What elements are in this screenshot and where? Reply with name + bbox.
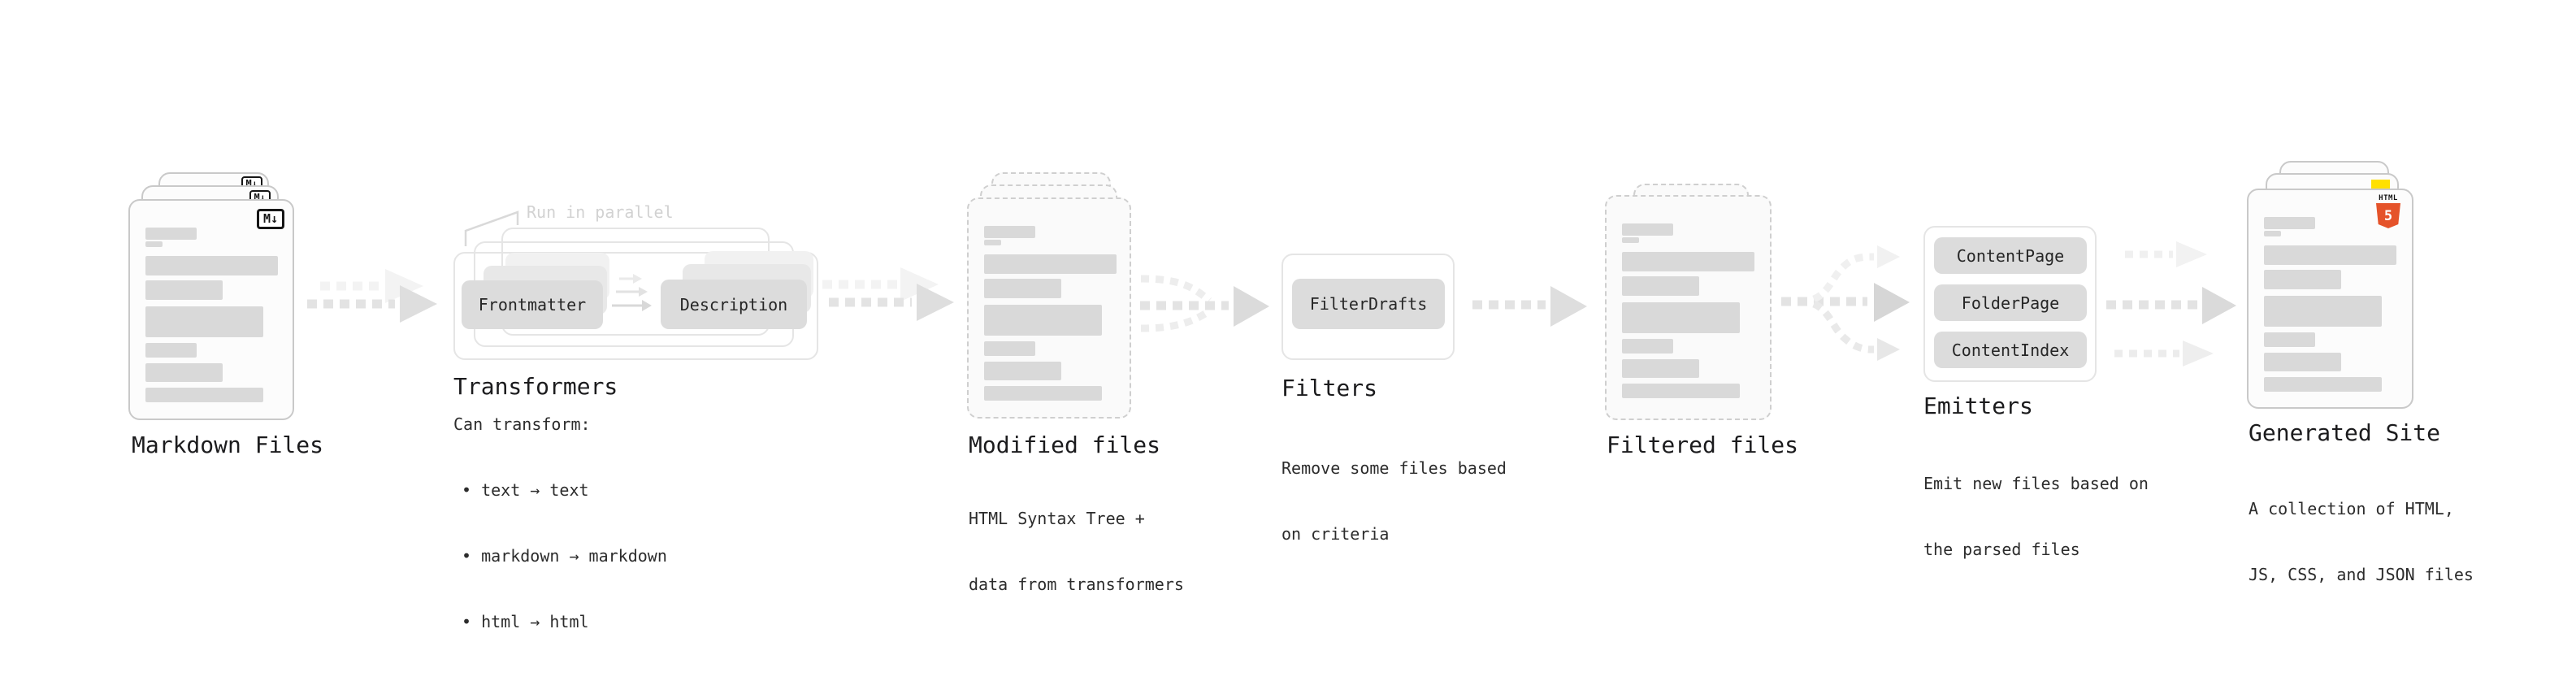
transformer-box-frontmatter: Frontmatter (462, 280, 603, 329)
caption-line: data from transformers (969, 575, 1184, 594)
document-skeleton (1607, 197, 1770, 398)
caption-line: HTML Syntax Tree + (969, 509, 1145, 528)
stage-label-filters: Filters (1281, 375, 1378, 401)
stage-label-modified-files: Modified files (969, 432, 1161, 458)
filtered-doc-front (1605, 195, 1772, 420)
arrow-filters-to-filtered (1472, 286, 1587, 327)
skeleton-bar (1622, 359, 1699, 378)
html5-badge-shield: 5 (2376, 203, 2400, 228)
arrow-transformers-to-modified (822, 267, 954, 321)
stage-label-emitters: Emitters (1923, 393, 2033, 419)
emitter-box-contentindex: ContentIndex (1934, 332, 2087, 368)
markdown-icon: M↓ (256, 209, 284, 229)
skeleton-bar (2264, 353, 2341, 371)
skeleton-bar (145, 256, 278, 275)
arrow-filtered-to-emitters-split (1781, 245, 1910, 361)
modified-doc-front (967, 197, 1131, 419)
skeleton-bar (145, 306, 263, 337)
skeleton-bar (1622, 237, 1639, 243)
skeleton-bar (1622, 252, 1754, 271)
skeleton-bar (1622, 302, 1740, 333)
skeleton-bar (2264, 332, 2315, 347)
arrow-modified-to-filters-merge (1140, 275, 1269, 332)
skeleton-bar (984, 254, 1117, 274)
skeleton-bar (984, 386, 1102, 401)
skeleton-bar (1622, 384, 1740, 398)
skeleton-bar (984, 240, 1001, 245)
skeleton-bar (1622, 223, 1673, 236)
skeleton-bar (145, 343, 197, 358)
skeleton-bar (2264, 231, 2281, 236)
html5-badge-text: HTML (2379, 194, 2398, 202)
caption-line: the parsed files (1923, 540, 2080, 559)
caption-line: JS, CSS, and JSON files (2249, 565, 2474, 584)
arrow-markdown-to-transformers (307, 269, 437, 323)
skeleton-bar (2264, 245, 2396, 265)
skeleton-bar (145, 388, 263, 402)
caption-line: Emit new files based on (1923, 474, 2149, 493)
stage-label-transformers: Transformers (453, 373, 618, 400)
skeleton-bar (1622, 276, 1699, 296)
skeleton-bar (984, 305, 1102, 336)
skeleton-bar (984, 362, 1061, 380)
document-skeleton (2249, 190, 2412, 392)
modified-files-caption: HTML Syntax Tree + data from transformer… (969, 464, 1184, 640)
bullet-line: • html → html (462, 612, 589, 631)
bullet-line: • markdown → markdown (462, 546, 667, 566)
skeleton-bar (1622, 339, 1673, 354)
transformer-container-front (453, 252, 818, 360)
skeleton-bar (145, 363, 223, 382)
document-skeleton (130, 201, 293, 402)
bullet-line: • text → text (462, 480, 589, 500)
skeleton-bar (2264, 377, 2382, 392)
emitter-box-contentpage: ContentPage (1934, 237, 2087, 274)
transformers-caption-bullets: • text → text • markdown → markdown • ht… (462, 436, 667, 677)
skeleton-bar (984, 279, 1061, 298)
caption-line: A collection of HTML, (2249, 499, 2454, 518)
skeleton-bar (984, 226, 1035, 238)
skeleton-bar (2264, 296, 2382, 327)
js-icon (2371, 180, 2390, 191)
generated-site-caption: A collection of HTML, JS, CSS, and JSON … (2249, 454, 2474, 630)
skeleton-bar (145, 280, 223, 300)
caption-line: Remove some files based (1281, 458, 1507, 478)
document-skeleton (969, 199, 1130, 401)
emitters-caption: Emit new files based on the parsed files (1923, 429, 2149, 605)
transformer-box-description: Description (661, 280, 807, 329)
generated-doc-front: HTML 5 (2247, 189, 2413, 409)
filter-box-filterdrafts: FilterDrafts (1292, 279, 1445, 329)
arrow-emitters-to-generated (2106, 241, 2236, 367)
emitter-box-folderpage: FolderPage (1934, 284, 2087, 321)
html5-badge-number: 5 (2383, 207, 2393, 224)
transformers-caption-intro: Can transform: (453, 414, 591, 434)
markdown-doc-front: M↓ (128, 199, 294, 420)
skeleton-bar (145, 241, 163, 247)
skeleton-bar (145, 228, 197, 240)
html5-icon: HTML 5 (2374, 194, 2403, 228)
caption-line: on criteria (1281, 524, 1390, 544)
stage-label-markdown-files: Markdown Files (132, 432, 324, 458)
stage-label-filtered-files: Filtered files (1607, 432, 1799, 458)
skeleton-bar (2264, 270, 2341, 289)
skeleton-bar (2264, 217, 2315, 229)
skeleton-bar (984, 341, 1035, 356)
run-in-parallel-note: Run in parallel (527, 202, 674, 222)
filters-caption: Remove some files based on criteria (1281, 414, 1507, 589)
stage-label-generated-site: Generated Site (2249, 419, 2441, 446)
